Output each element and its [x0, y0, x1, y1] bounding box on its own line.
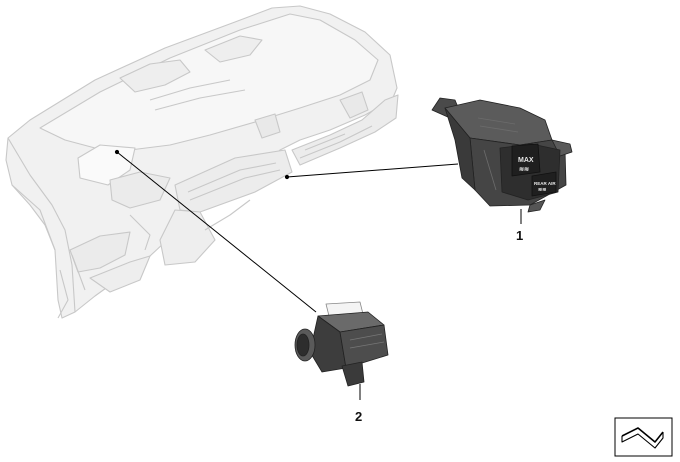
dashboard-assembly [5, 5, 399, 319]
button-label-rear-air: REAR AIR [534, 181, 556, 186]
leader-lines [114, 149, 522, 400]
button-label-max: MAX [518, 157, 534, 164]
leader-line-part-1 [286, 163, 459, 178]
leader-line-part-2 [116, 151, 317, 313]
rear-fan-icon: ≋≋ [538, 187, 546, 193]
leader-dot-part-1 [284, 174, 290, 180]
callout-number-2: 2 [355, 409, 362, 424]
fan-icon: ≋≋ [519, 167, 529, 173]
callout-number-1: 1 [516, 228, 523, 243]
leader-dot-part-2 [114, 149, 120, 155]
part-2-sensor-module [294, 301, 389, 387]
part-1-ac-control-switch [431, 97, 573, 213]
catalog-symbol-icon [614, 417, 673, 457]
